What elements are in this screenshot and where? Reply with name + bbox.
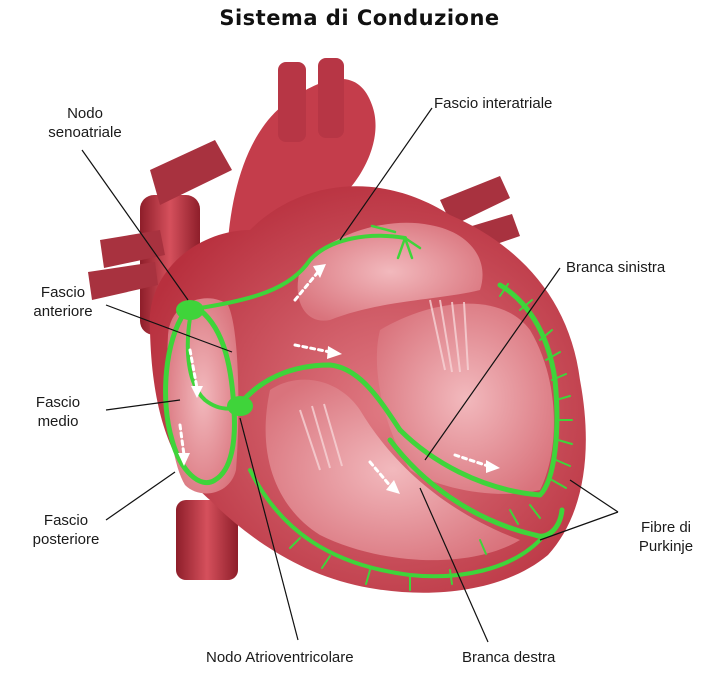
leader-fascio-posteriore [106,472,175,520]
aortic-branch-1 [278,62,306,142]
label-nodo-atrioventricolare: Nodo Atrioventricolare [206,648,354,667]
label-text: senoatriale [30,123,140,142]
label-text: Fascio interatriale [434,94,552,113]
atrioventricular-node [227,396,253,416]
label-fascio-posteriore: Fascio posteriore [18,511,114,549]
label-fascio-anteriore: Fascio anteriore [20,283,106,321]
label-text: Fibre di [620,518,712,537]
label-text: Fascio [18,393,98,412]
label-text: Branca sinistra [566,258,665,277]
label-text: Branca destra [462,648,555,667]
label-text: Fascio [18,511,114,530]
label-fibre-di-purkinje: Fibre di Purkinje [620,518,712,556]
label-text: anteriore [20,302,106,321]
label-text: medio [18,412,98,431]
label-nodo-senoatriale: Nodo senoatriale [30,104,140,142]
label-text: Fascio [20,283,106,302]
label-text: Nodo [30,104,140,123]
label-fascio-interatriale: Fascio interatriale [434,94,552,113]
label-branca-sinistra: Branca sinistra [566,258,665,277]
sinoatrial-node [176,300,204,320]
label-fascio-medio: Fascio medio [18,393,98,431]
pulmonary-artery [150,140,232,205]
label-text: Nodo Atrioventricolare [206,648,354,667]
aortic-branch-2 [318,58,344,138]
label-text: posteriore [18,530,114,549]
label-branca-destra: Branca destra [462,648,555,667]
label-text: Purkinje [620,537,712,556]
